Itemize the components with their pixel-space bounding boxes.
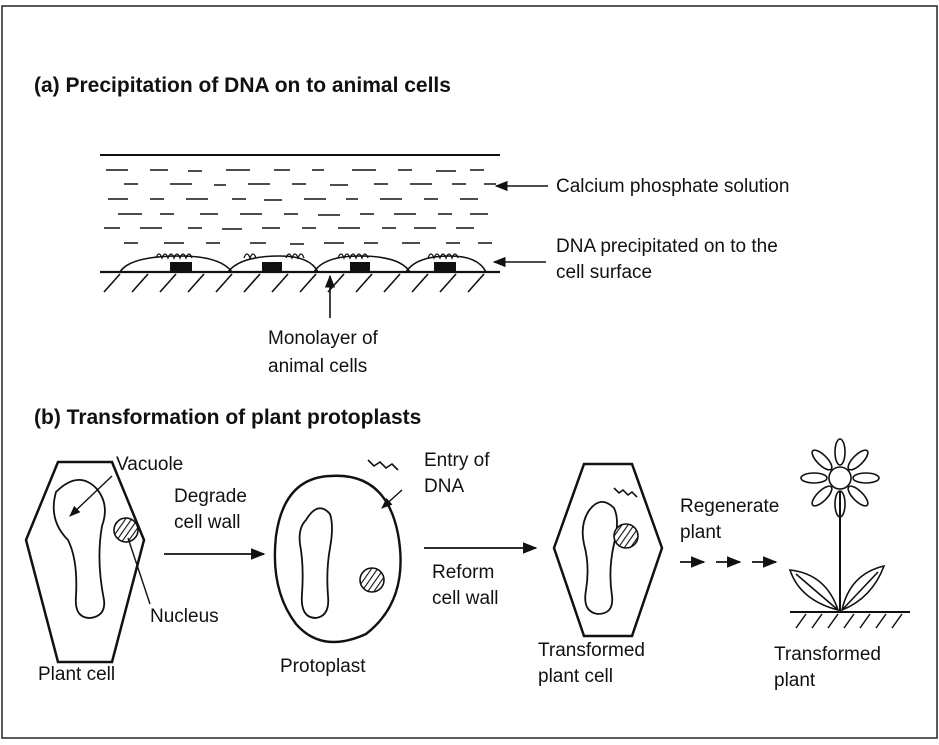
label-reform-line2: cell wall bbox=[432, 586, 499, 612]
label-monolayer-line1: Monolayer of bbox=[268, 326, 378, 352]
solution-layer bbox=[100, 155, 500, 244]
label-vacuole: Vacuole bbox=[116, 452, 183, 478]
surface-hatching bbox=[104, 274, 484, 292]
nuclei bbox=[170, 262, 456, 272]
protoplast-nucleus bbox=[360, 568, 384, 592]
label-transformed-plant-cell-line1: Transformed bbox=[538, 638, 645, 664]
label-transformed-plant-line2: plant bbox=[774, 668, 815, 694]
label-degrade-line2: cell wall bbox=[174, 510, 241, 536]
transformed-cell-vacuole bbox=[583, 502, 617, 614]
label-reform-line1: Reform bbox=[432, 560, 494, 586]
label-entry-of-dna-line1: Entry of bbox=[424, 448, 489, 474]
protoplast-membrane bbox=[275, 476, 401, 642]
protoplast-vacuole bbox=[300, 508, 332, 618]
pointer-nucleus bbox=[128, 538, 150, 604]
dna-fragment-entry bbox=[368, 460, 398, 470]
label-transformed-plant-line1: Transformed bbox=[774, 642, 881, 668]
label-regenerate-line2: plant bbox=[680, 520, 721, 546]
label-protoplast: Protoplast bbox=[280, 654, 366, 680]
dna-fragment-inserted bbox=[614, 488, 637, 497]
label-transformed-plant-cell-line2: plant cell bbox=[538, 664, 613, 690]
plant-cell-vacuole bbox=[54, 480, 105, 618]
label-nucleus: Nucleus bbox=[150, 604, 219, 630]
label-entry-of-dna-line2: DNA bbox=[424, 474, 464, 500]
heading-part-a: (a) Precipitation of DNA on to animal ce… bbox=[34, 72, 451, 100]
heading-part-b: (b) Transformation of plant protoplasts bbox=[34, 404, 421, 432]
label-monolayer-line2: animal cells bbox=[268, 354, 367, 380]
plant-cell-nucleus bbox=[114, 518, 138, 542]
plant-leaf-right bbox=[842, 566, 884, 610]
ground-hatching bbox=[796, 614, 902, 628]
label-plant-cell: Plant cell bbox=[38, 662, 115, 688]
label-regenerate-line1: Regenerate bbox=[680, 494, 779, 520]
label-calcium-phosphate-solution: Calcium phosphate solution bbox=[556, 174, 789, 200]
label-degrade-line1: Degrade bbox=[174, 484, 247, 510]
transformed-cell-nucleus bbox=[614, 524, 638, 548]
plant-cell-wall bbox=[26, 462, 144, 662]
label-dna-precipitated-line1: DNA precipitated on to the bbox=[556, 234, 778, 260]
label-dna-precipitated-line2: cell surface bbox=[556, 260, 652, 286]
plant-leaf-left bbox=[790, 570, 838, 610]
